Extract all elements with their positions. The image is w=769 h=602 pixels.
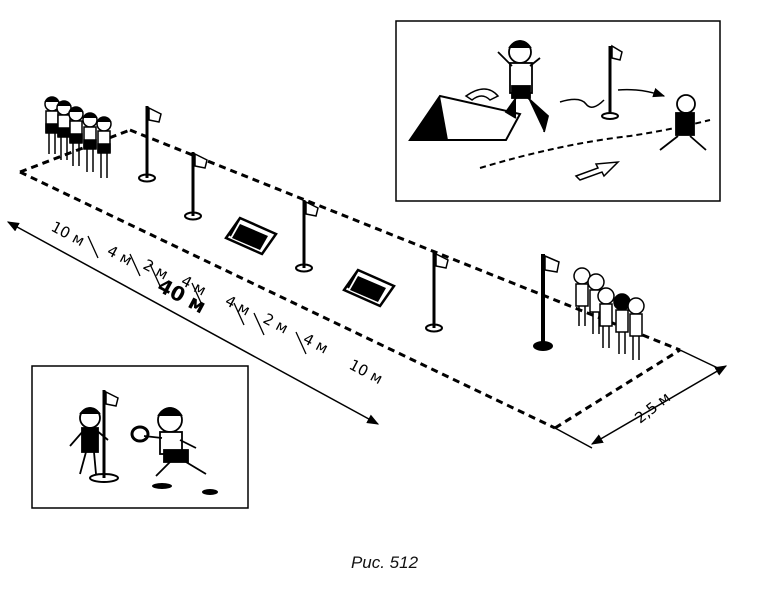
inset-hurdle-jump (395, 20, 721, 202)
direction-arrow-icon (574, 161, 620, 181)
child-figure-icon (143, 407, 207, 477)
segment-label: 10 м (346, 356, 386, 388)
flag-post-icon (533, 254, 560, 351)
child-figure-icon (659, 94, 707, 151)
ring-icon (130, 425, 150, 443)
child-figure-icon (497, 40, 550, 133)
flag-post-icon (295, 200, 319, 273)
flag-post-icon (184, 152, 208, 221)
team-right (573, 267, 645, 360)
child-figure-icon (82, 112, 98, 172)
child-figure-icon (69, 407, 109, 475)
length-dimension-line (6, 221, 380, 425)
segment-labels: 10 м 4 м 2 м 4 м 4 м 2 м 4 м 10 м (48, 218, 386, 388)
segment-label: 4 м (104, 242, 135, 270)
flag-post-icon (138, 106, 162, 183)
child-figure-icon (68, 106, 84, 166)
figure-caption: Рис. 512 (350, 553, 419, 572)
width-label: 2,5 м (631, 388, 674, 427)
child-figure-icon (573, 267, 591, 326)
child-figure-icon (627, 297, 645, 360)
width-dimension-line (554, 349, 728, 449)
team-left (44, 96, 112, 178)
child-figure-icon (96, 116, 112, 178)
segment-label: 4 м (222, 292, 253, 320)
segment-label: 10 м (48, 218, 88, 250)
direction-arrow-icon (559, 98, 605, 108)
tent-hurdle-icon (224, 216, 278, 256)
child-figure-icon (56, 100, 72, 160)
child-figure-icon (44, 96, 60, 154)
segment-label: 4 м (300, 330, 331, 358)
segment-label: 2 м (260, 310, 291, 338)
child-figure-icon (587, 273, 605, 334)
tent-hurdle-icon (342, 268, 396, 308)
flag-post-icon (425, 252, 449, 333)
child-figure-icon (597, 287, 615, 348)
child-figure-icon (613, 293, 631, 354)
inset-ring-pass (31, 365, 249, 509)
